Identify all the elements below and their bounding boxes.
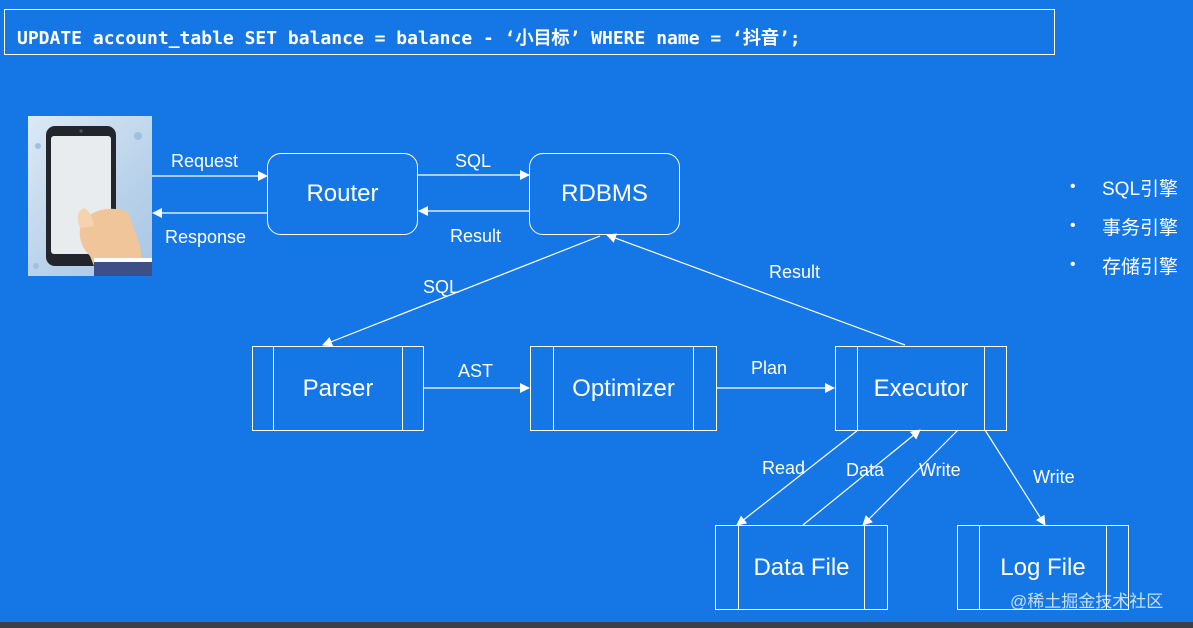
response-label: Response (165, 227, 247, 247)
write-label-2: Write (1033, 467, 1075, 487)
executor-label: Executor (873, 374, 969, 402)
optimizer-label: Optimizer (572, 374, 675, 402)
bullet-dot-icon: • (1070, 217, 1076, 234)
result-arrow-mid (606, 233, 906, 346)
bullet-text: 存储引擎 (1102, 257, 1179, 278)
optimizer-node: Optimizer (530, 346, 717, 431)
rdbms-node: RDBMS (529, 153, 680, 235)
sql-statement-box: UPDATE account_table SET balance = balan… (4, 9, 1055, 55)
result-label-mid: Result (769, 262, 821, 282)
parser-node: Parser (252, 346, 424, 431)
sql-statement: UPDATE account_table SET balance = balan… (17, 28, 801, 49)
executor-node: Executor (835, 346, 1007, 431)
router-label: Router (306, 180, 379, 207)
write-arrow-2 (984, 429, 1046, 526)
rdbms-label: RDBMS (561, 180, 648, 207)
sql-arrow-mid (322, 235, 601, 347)
read-label: Read (762, 458, 806, 478)
write-label-1: Write (919, 460, 961, 480)
bottom-bar (0, 622, 1193, 628)
router-node: Router (267, 153, 418, 235)
bullet-text: SQL引擎 (1102, 179, 1179, 200)
ast-label: AST (458, 361, 494, 381)
log-file-node: Log File (957, 525, 1129, 610)
request-label: Request (171, 151, 239, 171)
write-arrow-1 (862, 429, 959, 526)
result-label-top: Result (450, 226, 502, 246)
data-file-node: Data File (715, 525, 888, 610)
read-arrow (736, 429, 859, 526)
data-file-label: Data File (753, 553, 850, 581)
watermark: @稀土掘金技术社区 (1010, 592, 1164, 611)
bullet-dot-icon: • (1070, 178, 1076, 195)
parser-label: Parser (302, 374, 374, 402)
data-arrow (802, 429, 921, 526)
sql-label-top: SQL (455, 151, 492, 171)
data-label: Data (846, 460, 885, 480)
log-file-label: Log File (1000, 553, 1086, 581)
sql-label-mid: SQL (423, 277, 460, 297)
smartphone-in-hand-icon (28, 116, 152, 276)
bullet-dot-icon: • (1070, 256, 1076, 273)
bullet-text: 事务引擎 (1102, 218, 1179, 239)
plan-label: Plan (751, 358, 788, 378)
